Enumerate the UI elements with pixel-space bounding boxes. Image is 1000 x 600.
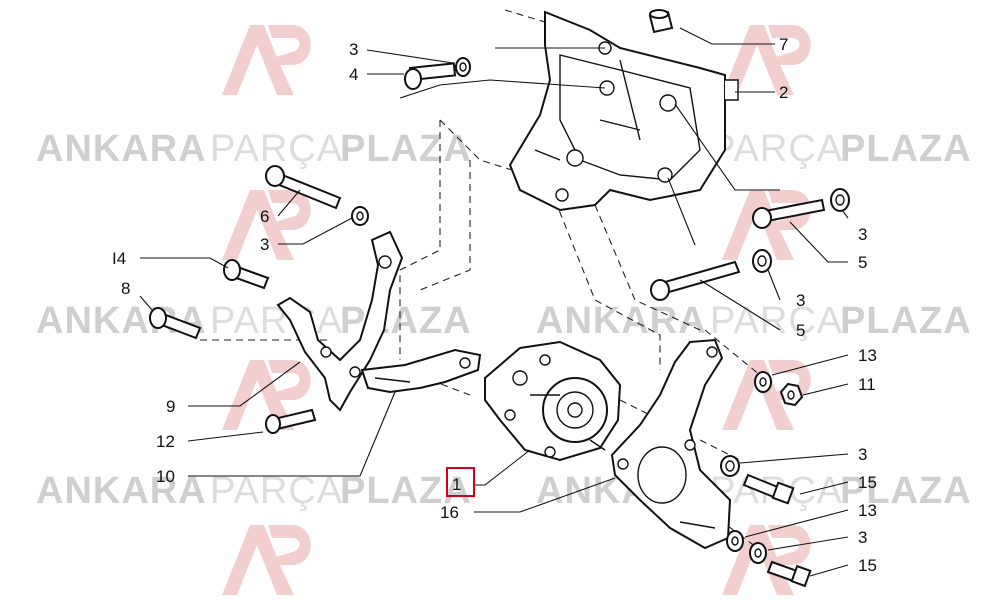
wm-row2-right-w3: PLAZA: [840, 300, 972, 342]
callout-labels: 3 4 7 2 6 3 I4 8 9 12 10 1 16 3 5 3 5 13…: [112, 35, 877, 575]
callout-15-r1: 15: [858, 473, 877, 492]
watermark-logo: [222, 25, 311, 95]
washer-part-3-r4: [749, 542, 767, 564]
watermark-logo: [222, 525, 311, 595]
callout-9: 9: [166, 397, 175, 416]
callout-1-highlight-box: [446, 467, 475, 497]
callout-6: 6: [260, 207, 269, 226]
callout-10: 10: [156, 467, 175, 486]
watermark-logo: [222, 360, 311, 430]
callout-5-r1: 5: [858, 253, 867, 272]
callout-16: 16: [440, 503, 459, 522]
callout-1: 1: [452, 475, 461, 494]
washers: [351, 57, 850, 564]
watermark-logo: [222, 190, 311, 260]
callout-11: 11: [858, 375, 876, 394]
washer-part-3-top: [455, 57, 471, 77]
power-steering-pump-1: [484, 340, 622, 462]
wm-row2-right-w1: ANKARA: [536, 300, 707, 342]
plate-part-16: [610, 338, 732, 550]
callout-3-r4: 3: [858, 528, 867, 547]
bolt-part-4: [404, 62, 457, 90]
watermark-logo: [722, 25, 811, 95]
callout-12: 12: [156, 432, 175, 451]
callout-4: 4: [349, 65, 358, 84]
callout-2: 2: [779, 83, 788, 102]
wm-row1-left-w1: ANKARA: [36, 128, 207, 170]
sleeve-part-7: [648, 9, 674, 34]
bracket-part-10: [360, 348, 482, 394]
bolt-part-5-upper: [752, 198, 826, 229]
callout-8: 8: [121, 279, 130, 298]
wm-row1-right-w3: PLAZA: [840, 128, 972, 170]
callout-13-r1: 13: [858, 346, 877, 365]
callout-3-top: 3: [349, 40, 358, 59]
washer-part-3-r2: [752, 249, 772, 273]
washer-part-13-lower: [726, 530, 744, 552]
bolt-part-6: [265, 165, 342, 210]
callout-13-r2: 13: [858, 501, 877, 520]
bolt-part-8: [149, 307, 202, 340]
nut-part-11: [779, 382, 804, 407]
bolt-part-12: [265, 408, 317, 434]
bolts: [149, 62, 826, 588]
wm-row2-left-w3: PLAZA: [340, 300, 472, 342]
callout-5-r2: 5: [796, 321, 805, 340]
bolt-part-5-lower: [650, 260, 741, 301]
washer-part-3-r3: [720, 455, 740, 477]
wm-row3-right-w3: PLAZA: [840, 470, 972, 512]
callout-3-r3: 3: [858, 445, 867, 464]
washer-part-13-upper: [754, 371, 772, 393]
bolt-part-15-upper: [742, 473, 795, 505]
callout-3-r2: 3: [796, 291, 805, 310]
wm-row1-left-w2: PARÇA: [210, 128, 343, 170]
washer-part-3-r1: [830, 188, 850, 212]
bolt-part-15-lower: [766, 560, 812, 588]
callout-14: I4: [112, 249, 126, 268]
wm-row1-right-w2: PARÇA: [710, 128, 843, 170]
main-bracket: [508, 10, 739, 212]
wm-row3-left-w2: PARÇA: [210, 470, 343, 512]
callout-15-r2: 15: [858, 556, 877, 575]
wm-row3-left-w1: ANKARA: [36, 470, 207, 512]
bolt-part-14: [223, 259, 270, 290]
leader-lines: [139, 27, 849, 577]
washer-part-3-left: [351, 206, 369, 226]
callout-3-left: 3: [260, 235, 269, 254]
watermark-logo: [722, 525, 811, 595]
callout-7: 7: [779, 35, 788, 54]
wm-row2-left-w2: PARÇA: [210, 300, 343, 342]
wm-row2-right-w2: PARÇA: [710, 300, 843, 342]
bracket-part-9: [276, 230, 404, 412]
callout-3-r1: 3: [858, 225, 867, 244]
wm-row3-left-w3: PLAZA: [340, 470, 472, 512]
wm-row1-left-w3: PLAZA: [340, 128, 472, 170]
watermark-logos: [222, 25, 811, 595]
